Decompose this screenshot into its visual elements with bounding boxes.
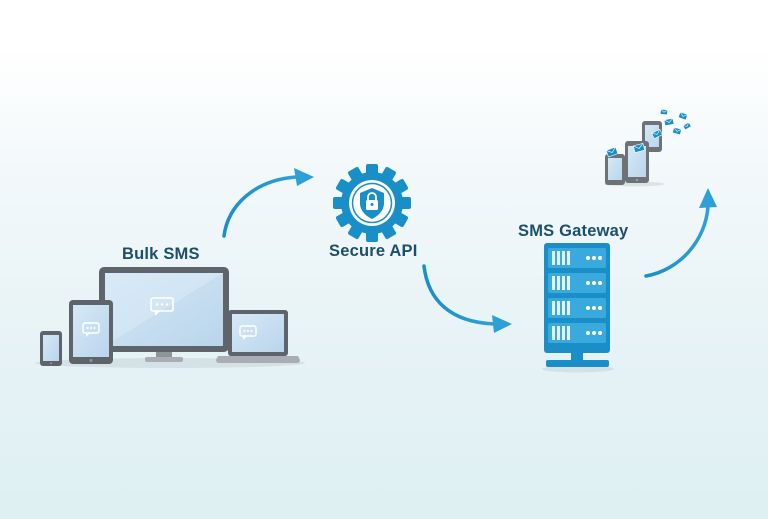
arrow-to-secure-api (222, 168, 314, 238)
phone (40, 331, 62, 366)
gear-shield-lock-icon (333, 164, 411, 242)
bulk-sms-label: Bulk SMS (122, 245, 200, 263)
phones-messages-icon (604, 108, 692, 187)
sms-gateway-label: SMS Gateway (518, 222, 629, 240)
arrow-to-recipients (644, 188, 717, 278)
arrow-to-sms-gateway (422, 264, 512, 333)
devices-icon (35, 267, 305, 368)
laptop (216, 310, 300, 363)
tablet (69, 300, 113, 364)
server-rack-icon (542, 243, 614, 373)
desktop-monitor (99, 267, 229, 362)
secure-api-label: Secure API (329, 242, 418, 260)
